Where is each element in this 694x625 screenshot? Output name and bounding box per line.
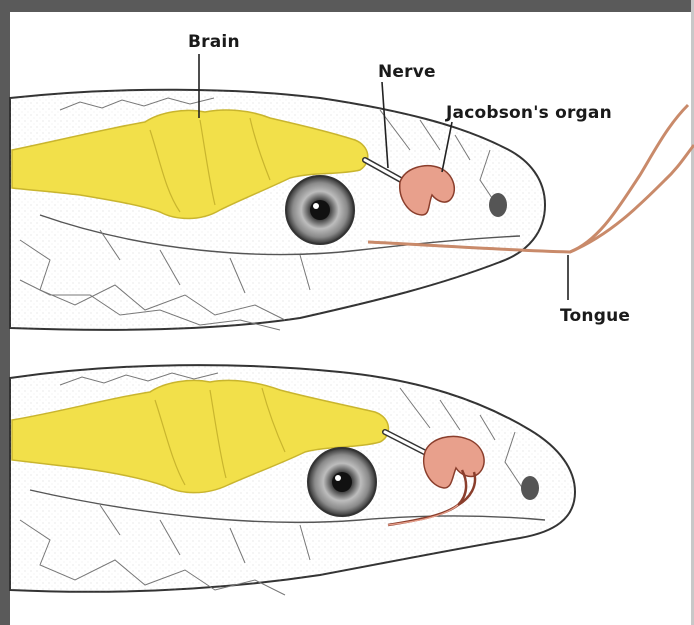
bottom-nostril (521, 476, 539, 500)
tongue-label: Tongue (560, 306, 630, 326)
top-nostril (489, 193, 507, 217)
bottom-snake-head (10, 365, 575, 595)
top-snake-head (10, 90, 694, 330)
jacobsons-organ-label: Jacobson's organ (446, 103, 612, 123)
nerve-label: Nerve (378, 62, 436, 82)
brain-label: Brain (188, 32, 240, 52)
